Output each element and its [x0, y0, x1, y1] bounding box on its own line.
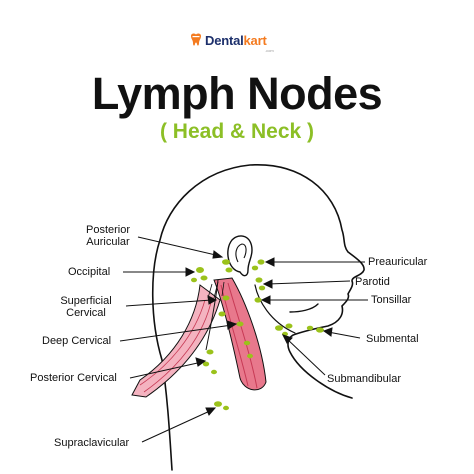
label-submandibular: Submandibular — [327, 373, 401, 385]
diagram-subtitle: ( Head & Neck ) — [159, 120, 315, 143]
label-tonsillar: Tonsillar — [371, 294, 412, 306]
brand-name: Dentalkart — [205, 32, 267, 48]
label-superficial-cervical: Superficial Cervical — [60, 295, 112, 319]
tooth-icon — [191, 33, 201, 46]
ear — [227, 235, 253, 277]
head-outline — [151, 164, 365, 471]
label-posterior-cervical: Posterior Cervical — [30, 372, 117, 384]
label-submental: Submental — [366, 333, 419, 345]
label-parotid: Parotid — [355, 276, 390, 288]
node-parotid — [255, 277, 263, 283]
node-posterior-cervical — [206, 349, 214, 355]
sternocleidomastoid-muscle — [205, 277, 267, 391]
node-supraclavicular — [214, 401, 222, 407]
label-posterior-auricular: Posterior Auricular — [85, 224, 131, 248]
node-tonsillar — [254, 297, 262, 303]
label-supraclavicular: Supraclavicular — [54, 437, 130, 449]
leader-lines — [119, 236, 368, 443]
node-submental — [316, 327, 324, 333]
node-occipital — [196, 267, 204, 273]
label-preauricular: Preauricular — [368, 256, 428, 268]
node-submandibular — [275, 325, 283, 331]
node-superficial-cervical — [222, 295, 230, 301]
label-deep-cervical: Deep Cervical — [42, 335, 112, 347]
label-occipital: Occipital — [68, 266, 111, 278]
trapezius-muscle — [131, 284, 221, 398]
lymph-nodes — [191, 259, 324, 411]
node-posterior-auricular — [222, 259, 230, 265]
brand-sub: .com — [265, 48, 274, 53]
node-preauricular — [257, 259, 265, 265]
diagram-title: Lymph Nodes — [91, 68, 383, 119]
brand-logo: Dentalkart — [190, 30, 267, 50]
node-deep-cervical — [236, 321, 244, 327]
